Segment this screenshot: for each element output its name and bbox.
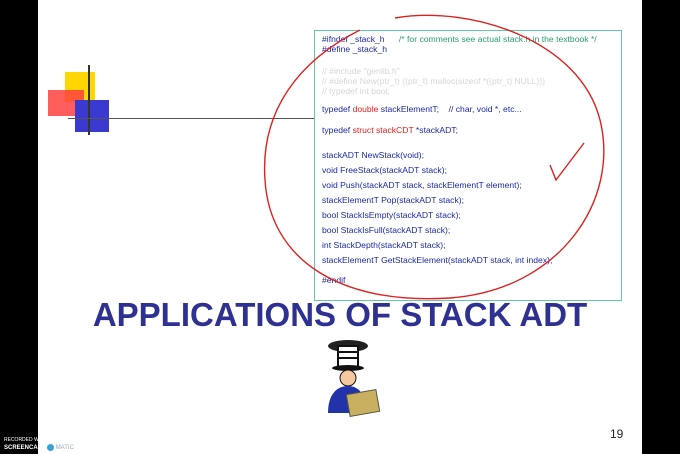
magician-clipart-icon [328, 340, 381, 418]
code-define: #define _stack_h [322, 44, 387, 54]
code-fn-isfull: bool StackIsFull(stackADT stack); [322, 225, 451, 235]
code-ifndef: #ifndef _stack_h [322, 34, 385, 44]
code-fn-newstack: stackADT NewStack(void); [322, 150, 425, 160]
page-number: 19 [610, 427, 624, 441]
code-fn-depth: int StackDepth(stackADT stack); [322, 240, 446, 250]
decor-blue-square [75, 100, 109, 132]
annotation-circle [263, 14, 605, 300]
code-fn-freestack: void FreeStack(stackADT stack); [322, 165, 447, 175]
code-fn-push: void Push(stackADT stack, stackElementT … [322, 180, 522, 190]
watermark-recorded: RECORDED WITH [4, 437, 47, 443]
code-faded-2: // #define New(ptr_t) ((ptr_t) malloc(si… [322, 76, 546, 86]
code-box: #ifndef _stack_h /* for comments see act… [314, 30, 622, 301]
code-fn-pop: stackElementT Pop(stackADT stack); [322, 195, 465, 205]
screencast-logo-icon [47, 444, 55, 451]
slide-title: APPLICATIONS OF STACK ADT [92, 296, 588, 333]
code-typedef-adt: typedef struct stackCDT *stackADT; [322, 125, 458, 135]
code-comment: /* for comments see actual stack.h in th… [398, 34, 597, 44]
code-fn-isempty: bool StackIsEmpty(stackADT stack); [322, 210, 461, 220]
code-fn-getelement: stackElementT GetStackElement(stackADT s… [322, 255, 553, 265]
code-faded-1: // #include "genlib.h" [322, 66, 400, 76]
code-typedef-element: typedef double stackElementT; // char, v… [322, 104, 522, 114]
decor-hline [68, 118, 314, 119]
decor-vline [88, 65, 90, 135]
code-faded-3: // typedef int bool; [322, 86, 390, 96]
watermark-brand: SCREENCAST MATIC [4, 444, 74, 452]
annotation-checkmark [549, 142, 585, 182]
